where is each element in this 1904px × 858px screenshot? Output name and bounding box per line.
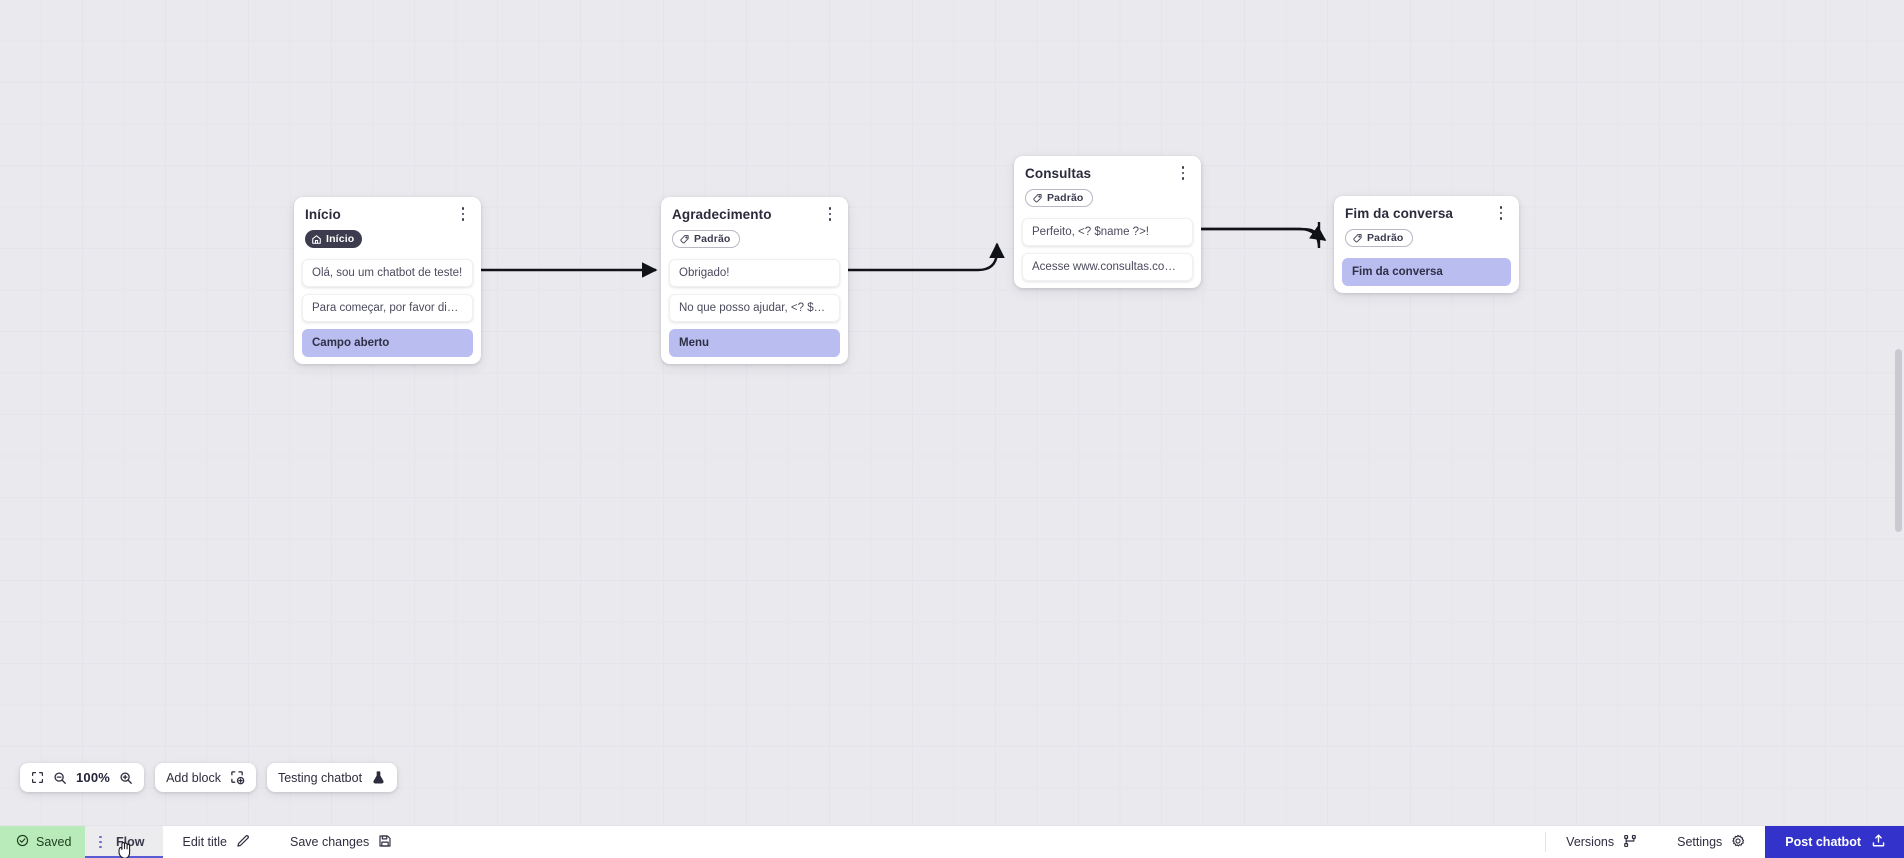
check-circle-icon xyxy=(16,834,29,850)
node-title: Fim da conversa xyxy=(1345,206,1454,221)
node-messages: Olá, sou um chatbot de teste! Para começ… xyxy=(294,250,481,357)
save-changes-label: Save changes xyxy=(289,835,370,849)
testing-chatbot-button[interactable]: Testing chatbot xyxy=(266,763,398,792)
node-title: Consultas xyxy=(1025,166,1092,181)
node-messages: Fim da conversa xyxy=(1334,249,1519,286)
node-message[interactable]: Olá, sou um chatbot de teste! xyxy=(302,258,473,287)
edge-consultas-fim-tail xyxy=(1201,222,1327,248)
edge-consultas-fim-curve xyxy=(1201,229,1330,240)
edge-consultas-fim xyxy=(1201,222,1321,249)
node-message[interactable]: Para começar, por favor digite o ... xyxy=(302,293,473,322)
node-badge-label: Padrão xyxy=(694,233,731,245)
node-header: Agradecimento xyxy=(661,206,848,223)
node-badge-padrao[interactable]: Padrão xyxy=(1025,189,1093,207)
node-title: Agradecimento xyxy=(672,207,772,222)
node-menu-button[interactable] xyxy=(456,205,470,223)
node-message[interactable]: Perfeito, <? $name ?>! xyxy=(1022,217,1193,246)
add-block-icon xyxy=(230,770,245,785)
node-badge-row: Padrão xyxy=(661,223,848,250)
zoom-in-icon[interactable] xyxy=(119,771,133,785)
node-action-block[interactable]: Campo aberto xyxy=(302,328,473,357)
node-badge-padrao[interactable]: Padrão xyxy=(672,230,740,248)
node-message[interactable]: Obrigado! xyxy=(669,258,840,287)
bottom-bar: Saved Flow Edit title Save changes xyxy=(0,825,1904,858)
floppy-disk-icon xyxy=(378,834,392,851)
node-badge-inicio[interactable]: Início xyxy=(305,230,363,248)
post-chatbot-button[interactable]: Post chatbot xyxy=(1765,826,1904,858)
node-messages: Obrigado! No que posso ajudar, <? $name … xyxy=(661,250,848,357)
flow-node-consultas[interactable]: Consultas Padrão Perfeito, <? $name ?>! … xyxy=(1014,156,1201,288)
tag-icon xyxy=(1353,233,1362,242)
edge-agradecimento-consultas xyxy=(848,242,1005,272)
flow-node-fim-da-conversa[interactable]: Fim da conversa Padrão Fim da conversa xyxy=(1334,196,1519,293)
edge-consultas-fim-visible xyxy=(1201,225,1327,241)
settings-button[interactable]: Settings xyxy=(1657,826,1765,858)
bottom-bar-divider xyxy=(1545,832,1547,852)
add-block-label: Add block xyxy=(166,770,221,785)
bottom-bar-spacer xyxy=(412,826,1545,858)
node-badge-row: Padrão xyxy=(1014,182,1201,209)
node-messages: Perfeito, <? $name ?>! Acesse www.consul… xyxy=(1014,209,1201,281)
versions-button[interactable]: Versions xyxy=(1546,826,1657,858)
node-badge-label: Padrão xyxy=(1367,232,1404,244)
flow-node-inicio[interactable]: Início Início Olá, sou um chatbot de tes… xyxy=(294,197,481,364)
node-badge-row: Padrão xyxy=(1334,222,1519,249)
home-icon xyxy=(312,234,321,244)
tag-icon xyxy=(1033,193,1042,202)
post-chatbot-label: Post chatbot xyxy=(1785,835,1861,849)
flow-node-agradecimento[interactable]: Agradecimento Padrão Obrigado! No que po… xyxy=(661,197,848,364)
tag-icon xyxy=(680,234,689,243)
edit-title-label: Edit title xyxy=(182,835,227,849)
node-badge-label: Padrão xyxy=(1047,192,1084,204)
add-block-button[interactable]: Add block xyxy=(155,763,256,792)
flask-icon xyxy=(371,770,386,785)
node-menu-button[interactable] xyxy=(1494,204,1508,222)
node-badge-label: Início xyxy=(326,233,355,245)
saved-status: Saved xyxy=(0,826,86,858)
node-header: Início xyxy=(294,206,481,223)
node-menu-button[interactable] xyxy=(823,205,837,223)
zoom-level-value: 100% xyxy=(76,770,111,785)
node-menu-button[interactable] xyxy=(1176,164,1190,182)
branch-icon xyxy=(1623,834,1637,851)
edit-title-button[interactable]: Edit title xyxy=(163,826,270,858)
node-header: Consultas xyxy=(1014,165,1201,182)
node-badge-padrao[interactable]: Padrão xyxy=(1345,229,1413,247)
node-badge-row: Início xyxy=(294,223,481,250)
node-action-block[interactable]: Menu xyxy=(669,328,840,357)
tab-flow[interactable]: Flow xyxy=(85,826,163,858)
tab-flow-label: Flow xyxy=(116,835,145,849)
canvas-toolbar: 100% Add block xyxy=(20,763,398,792)
save-changes-button[interactable]: Save changes xyxy=(270,826,412,858)
zoom-out-icon[interactable] xyxy=(53,771,67,785)
upload-icon xyxy=(1871,833,1886,851)
versions-label: Versions xyxy=(1566,835,1615,849)
testing-chatbot-label: Testing chatbot xyxy=(277,770,363,785)
flow-canvas[interactable]: Início Início Olá, sou um chatbot de tes… xyxy=(0,0,1904,825)
node-message[interactable]: Acesse www.consultas.com par... xyxy=(1022,252,1193,281)
node-message[interactable]: No que posso ajudar, <? $name ... xyxy=(669,293,840,322)
node-action-block[interactable]: Fim da conversa xyxy=(1342,257,1511,286)
fit-screen-icon[interactable] xyxy=(31,771,44,784)
gear-icon xyxy=(1731,834,1745,851)
saved-label: Saved xyxy=(36,835,72,849)
settings-label: Settings xyxy=(1677,835,1723,849)
canvas-vertical-scrollbar[interactable] xyxy=(1894,0,1903,816)
kebab-icon[interactable] xyxy=(93,835,108,849)
pencil-icon xyxy=(236,834,250,851)
node-title: Início xyxy=(305,207,341,222)
vertical-scrollbar-thumb[interactable] xyxy=(1895,349,1902,532)
node-header: Fim da conversa xyxy=(1334,205,1519,222)
edge-layer xyxy=(481,222,1330,278)
zoom-control-group[interactable]: 100% xyxy=(20,763,145,792)
